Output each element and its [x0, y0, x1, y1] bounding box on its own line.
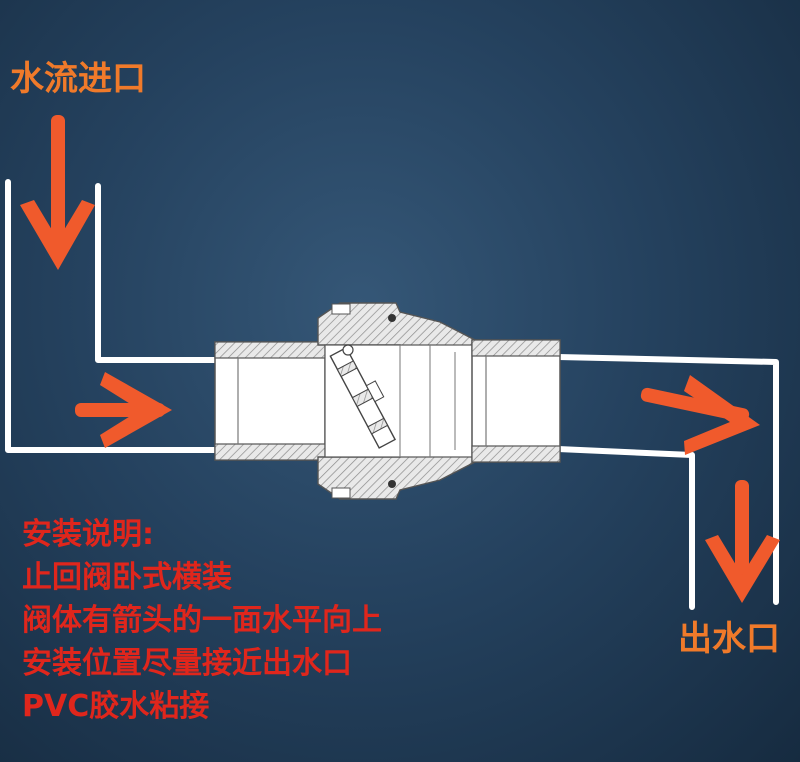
valve-inlet-wall-bottom	[214, 443, 326, 461]
instruction-line: PVC胶水粘接	[22, 689, 210, 724]
outlet-label: 出水口	[678, 619, 780, 659]
inlet-right-arrow-icon	[75, 372, 172, 448]
installation-instructions: 安装说明: 止回阀卧式横装 阀体有箭头的一面水平向上 安装位置尽量接近出水口 P…	[22, 513, 382, 728]
valve-outlet-wall-bottom	[471, 445, 561, 463]
check-valve-cross-section	[214, 302, 561, 500]
outlet-right-arrow-icon	[640, 375, 760, 455]
swing-disc	[329, 346, 397, 449]
outlet-pipe	[555, 354, 779, 610]
instructions-title: 安装说明:	[22, 517, 154, 552]
inlet-pipe	[5, 179, 218, 453]
valve-outlet-socket	[471, 339, 561, 463]
inlet-label: 水流进口	[10, 59, 146, 99]
outlet-down-arrow-icon	[705, 480, 780, 603]
valve-inlet-wall-top	[214, 341, 326, 359]
inlet-down-arrow-icon	[20, 115, 95, 270]
instruction-line: 阀体有箭头的一面水平向上	[22, 603, 382, 638]
instruction-line: 安装位置尽量接近出水口	[22, 646, 352, 681]
flow-arrows	[20, 115, 780, 603]
valve-outlet-wall-top	[471, 339, 561, 357]
instruction-line: 止回阀卧式横装	[22, 560, 232, 595]
valve-inlet-socket	[214, 341, 326, 461]
